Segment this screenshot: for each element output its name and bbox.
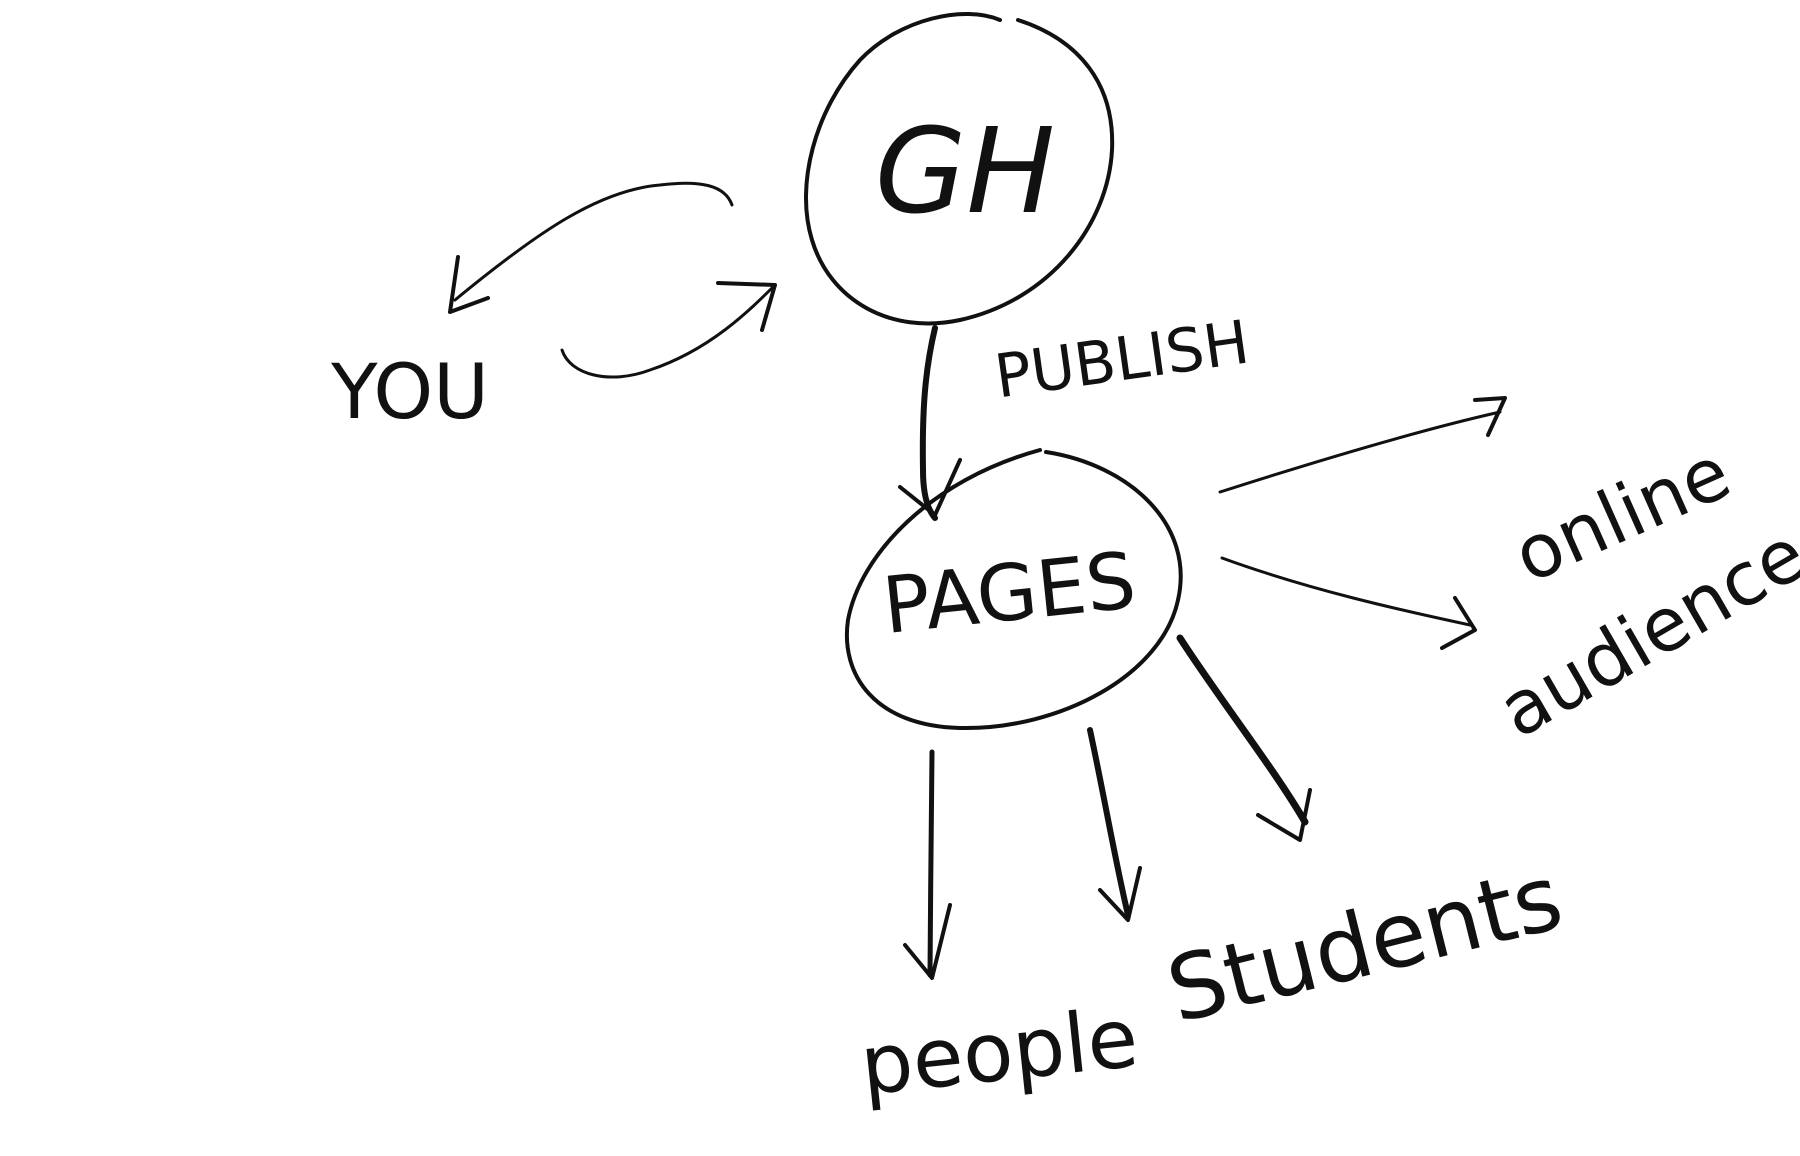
arrow-to-students-head: [1256, 788, 1312, 842]
arrow-to-people-right: [1087, 727, 1131, 918]
arrow-to-online-upper: [1218, 410, 1502, 494]
gh-circle: [804, 12, 1115, 326]
arrow-to-people-left-head: [903, 903, 952, 980]
arrow-to-people-right-head: [1098, 866, 1142, 922]
arrow-to-people-left: [927, 749, 935, 978]
node-online-audience: online audience: [1484, 429, 1800, 754]
edge-pages-to-online-audience: [1218, 396, 1507, 650]
pages-ellipse: [844, 448, 1183, 731]
publish-arrow-head: [898, 458, 962, 517]
you-label: YOU: [330, 347, 489, 436]
arrow-to-online-upper-head: [1473, 396, 1507, 437]
edge-you-to-gh: [560, 281, 777, 379]
you-to-gh-arc: [560, 283, 777, 379]
gh-to-you-arrowhead: [448, 255, 490, 314]
edge-gh-to-you: [448, 181, 734, 314]
gh-to-you-arc: [453, 181, 734, 302]
people-label: people: [856, 991, 1142, 1115]
you-to-gh-arrowhead: [716, 281, 777, 332]
publish-label: PUBLISH: [991, 308, 1254, 413]
node-you: YOU: [330, 347, 489, 436]
arrow-to-students: [1176, 634, 1309, 826]
edge-pages-to-people: people: [856, 727, 1142, 1115]
node-gh: GH: [804, 12, 1115, 326]
arrow-to-online-lower: [1220, 556, 1472, 627]
pages-label: PAGES: [879, 536, 1140, 652]
students-label: Students: [1158, 845, 1573, 1044]
gh-label: GH: [875, 102, 1055, 240]
node-pages: PAGES: [844, 448, 1183, 731]
publish-arrow-shaft: [919, 325, 938, 521]
arrow-to-online-lower-head: [1440, 596, 1477, 650]
